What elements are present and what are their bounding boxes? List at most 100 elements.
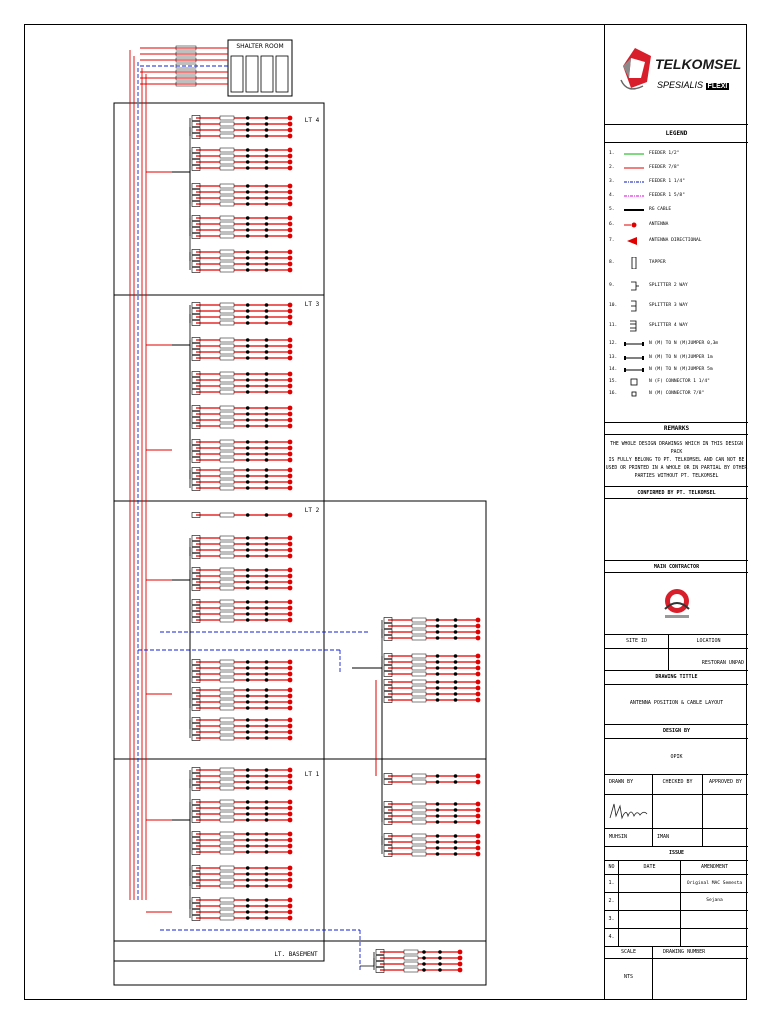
tapper-mark [245, 452, 250, 456]
tapper-mark [245, 606, 250, 610]
tapper-mark [264, 513, 269, 517]
drawing-number-label: DRAWING NUMBER [663, 949, 706, 955]
antenna-mark [287, 805, 293, 811]
splitter-mark [191, 221, 201, 227]
tapper-mark [264, 548, 269, 552]
tapper-mark [245, 202, 250, 206]
legend-label: N (M) TO N (M)JUMPER 0,3m [649, 341, 719, 346]
legend-number: 8. [609, 260, 615, 265]
connector-mark [411, 635, 427, 641]
connector-mark [219, 255, 235, 261]
legend-item: 5.RG CABLE [609, 204, 745, 216]
tapper-mark [264, 234, 269, 238]
tapper-mark [264, 356, 269, 360]
tapper-mark [245, 160, 250, 164]
tapper-mark [435, 840, 440, 844]
antenna-mark [287, 302, 293, 308]
antenna-mark [287, 671, 293, 677]
splitter-mark [191, 903, 201, 909]
tapper-mark [245, 474, 250, 478]
shelter-connector [175, 69, 197, 75]
splitter-mark [191, 541, 201, 547]
splitter-mark [191, 133, 201, 139]
tapper-mark [245, 898, 250, 902]
tapper-mark [435, 624, 440, 628]
tapper-mark [264, 832, 269, 836]
connector-mark [219, 617, 235, 623]
splitter-mark [191, 573, 201, 579]
location-value: RESTORAN UNPAD [701, 660, 744, 666]
title-block: TELKOMSEL SPESIALIS FLEXI LEGEND 1.FEEDE… [604, 24, 748, 1000]
antenna-mark [287, 843, 293, 849]
legend-number: 16. [609, 391, 618, 396]
issue-date [619, 929, 681, 946]
tapper-mark [438, 956, 442, 960]
legend-line-black-icon [624, 209, 644, 211]
splitter-mark [191, 445, 201, 451]
tapper-mark [453, 692, 458, 696]
tapper-mark [245, 190, 250, 194]
splitter-mark [383, 807, 393, 813]
legend-number: 1. [609, 151, 615, 156]
tapper-mark [453, 846, 458, 850]
connector-mark [219, 165, 235, 171]
tapper-mark [435, 814, 440, 818]
legend-splitter2-icon [631, 281, 639, 291]
tapper-mark [245, 574, 250, 578]
splitter-mark [191, 512, 201, 518]
splitter-mark [191, 405, 201, 411]
signoff-names: MUHSIN IMAN [605, 828, 748, 846]
shelter-connector [175, 57, 197, 63]
antenna-mark [457, 967, 463, 973]
tapper-mark [245, 134, 250, 138]
connector-mark [219, 423, 235, 429]
splitter-mark [191, 485, 201, 491]
tapper-mark [245, 818, 250, 822]
connector-mark [411, 679, 427, 685]
tapper-mark [264, 812, 269, 816]
connector-mark [219, 302, 235, 308]
tapper-mark [245, 666, 250, 670]
tapper-mark [435, 774, 440, 778]
connector-mark [403, 967, 419, 973]
tapper-mark [245, 148, 250, 152]
splitter-mark [191, 553, 201, 559]
tapper-mark [438, 962, 442, 966]
site-id-label: SITE ID [605, 635, 669, 648]
tapper-mark [245, 303, 250, 307]
antenna-mark [287, 773, 293, 779]
antenna-mark [287, 871, 293, 877]
tapper-mark [245, 446, 250, 450]
connector-mark [219, 729, 235, 735]
tapper-mark [453, 672, 458, 676]
connector-mark [219, 389, 235, 395]
tapper-mark [264, 116, 269, 120]
connector-mark [219, 767, 235, 773]
tapper-mark [245, 344, 250, 348]
antenna-mark [287, 512, 293, 518]
splitter-mark [191, 585, 201, 591]
legend-label: FEEDER 1 1/4" [649, 179, 685, 184]
legend-splitter4-icon [630, 320, 637, 332]
tapper-mark [245, 736, 250, 740]
splitter-mark [191, 201, 201, 207]
connector-mark [219, 451, 235, 457]
connector-mark [219, 723, 235, 729]
tapper-mark [245, 480, 250, 484]
brand-name: TELKOMSEL [655, 56, 742, 72]
legend-item: 7.ANTENNA DIRECTIONAL [609, 235, 745, 247]
connector-mark [411, 807, 427, 813]
tapper-mark [422, 950, 426, 954]
connector-mark [219, 201, 235, 207]
antenna-mark [287, 817, 293, 823]
tapper-mark [453, 814, 458, 818]
splitter-mark [375, 961, 385, 967]
tapper-mark [264, 904, 269, 908]
splitter-mark [191, 249, 201, 255]
tapper-mark [245, 832, 250, 836]
tapper-mark [245, 812, 250, 816]
connector-mark [219, 705, 235, 711]
tapper-mark [245, 800, 250, 804]
splitter-mark [191, 255, 201, 261]
checked-by-label: CHECKED BY [653, 775, 703, 794]
